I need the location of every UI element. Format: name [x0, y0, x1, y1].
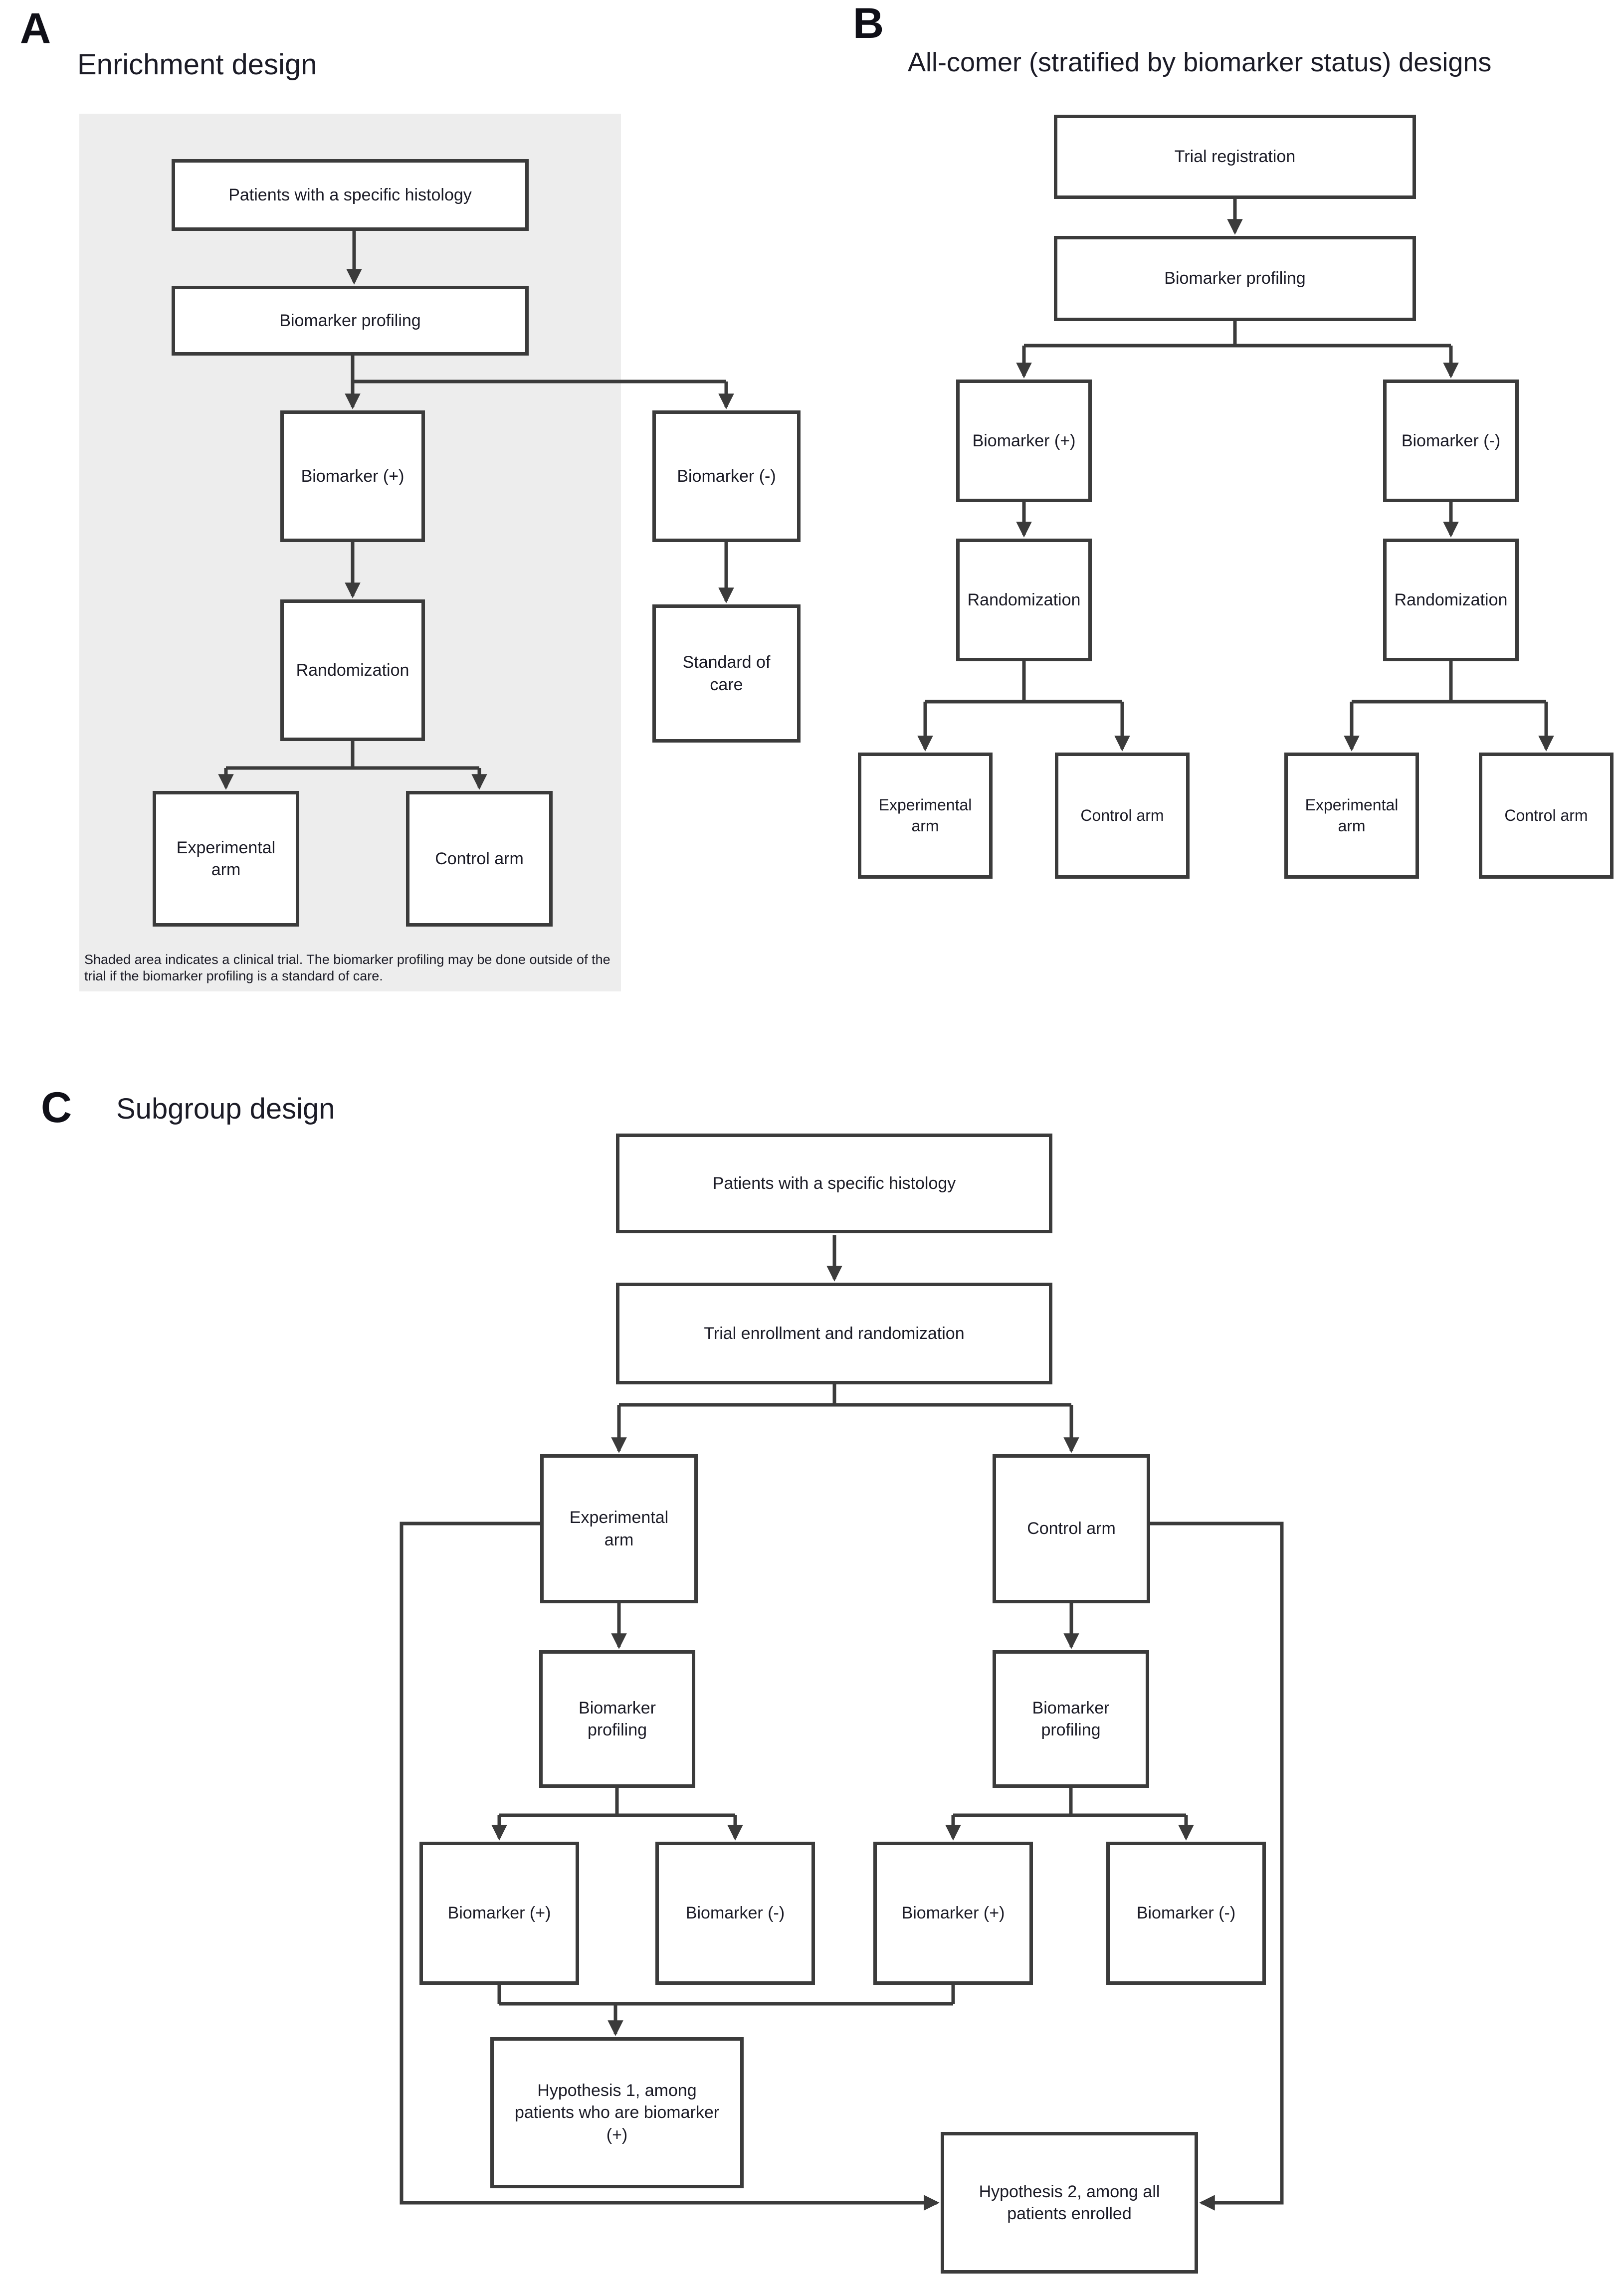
box-b-experimental-arm-left: Experimental arm — [858, 753, 993, 879]
box-b-randomization-right: Randomization — [1383, 539, 1519, 661]
box-c-control-arm: Control arm — [993, 1454, 1150, 1603]
box-c-experimental-arm: Experimental arm — [540, 1454, 698, 1603]
box-b-control-arm-left: Control arm — [1055, 753, 1190, 879]
box-c-hypothesis-2: Hypothesis 2, among all patients enrolle… — [941, 2132, 1198, 2274]
box-a-experimental-arm: Experimental arm — [153, 791, 299, 927]
box-c-biomarker-profiling-left: Biomarker profiling — [539, 1650, 695, 1788]
panel-a-letter: A — [20, 4, 51, 52]
box-c-biomarker-profiling-right: Biomarker profiling — [993, 1650, 1149, 1788]
box-b-biomarker-positive: Biomarker (+) — [956, 380, 1092, 502]
box-a-randomization: Randomization — [280, 599, 425, 741]
panel-a-title: Enrichment design — [77, 48, 317, 81]
box-c-biomarker-negative-right: Biomarker (-) — [1106, 1842, 1266, 1985]
box-a-standard-of-care: Standard of care — [652, 604, 801, 743]
box-c-biomarker-positive-right: Biomarker (+) — [873, 1842, 1033, 1985]
box-a-control-arm: Control arm — [406, 791, 553, 927]
panel-c-letter: C — [41, 1084, 72, 1132]
box-a-biomarker-profiling: Biomarker profiling — [172, 286, 529, 356]
panel-b-letter: B — [853, 0, 884, 47]
panel-a-footnote: Shaded area indicates a clinical trial. … — [84, 952, 610, 983]
box-c-patients-histology: Patients with a specific histology — [616, 1134, 1052, 1233]
box-b-biomarker-negative: Biomarker (-) — [1383, 380, 1519, 502]
box-b-control-arm-right: Control arm — [1479, 753, 1614, 879]
box-b-biomarker-profiling: Biomarker profiling — [1054, 236, 1416, 321]
box-b-trial-registration: Trial registration — [1054, 115, 1416, 199]
box-a-biomarker-negative: Biomarker (-) — [652, 410, 801, 542]
box-c-biomarker-negative-left: Biomarker (-) — [655, 1842, 815, 1985]
panel-c-title: Subgroup design — [116, 1093, 335, 1125]
box-c-biomarker-positive-left: Biomarker (+) — [419, 1842, 579, 1985]
box-b-experimental-arm-right: Experimental arm — [1284, 753, 1419, 879]
panel-b-title: All-comer (stratified by biomarker statu… — [908, 47, 1492, 77]
box-c-trial-enrollment-randomization: Trial enrollment and randomization — [616, 1283, 1052, 1384]
box-c-hypothesis-1: Hypothesis 1, among patients who are bio… — [490, 2037, 744, 2188]
box-b-randomization-left: Randomization — [956, 539, 1092, 661]
box-a-biomarker-positive: Biomarker (+) — [280, 410, 425, 542]
box-a-patients-histology: Patients with a specific histology — [172, 159, 529, 231]
